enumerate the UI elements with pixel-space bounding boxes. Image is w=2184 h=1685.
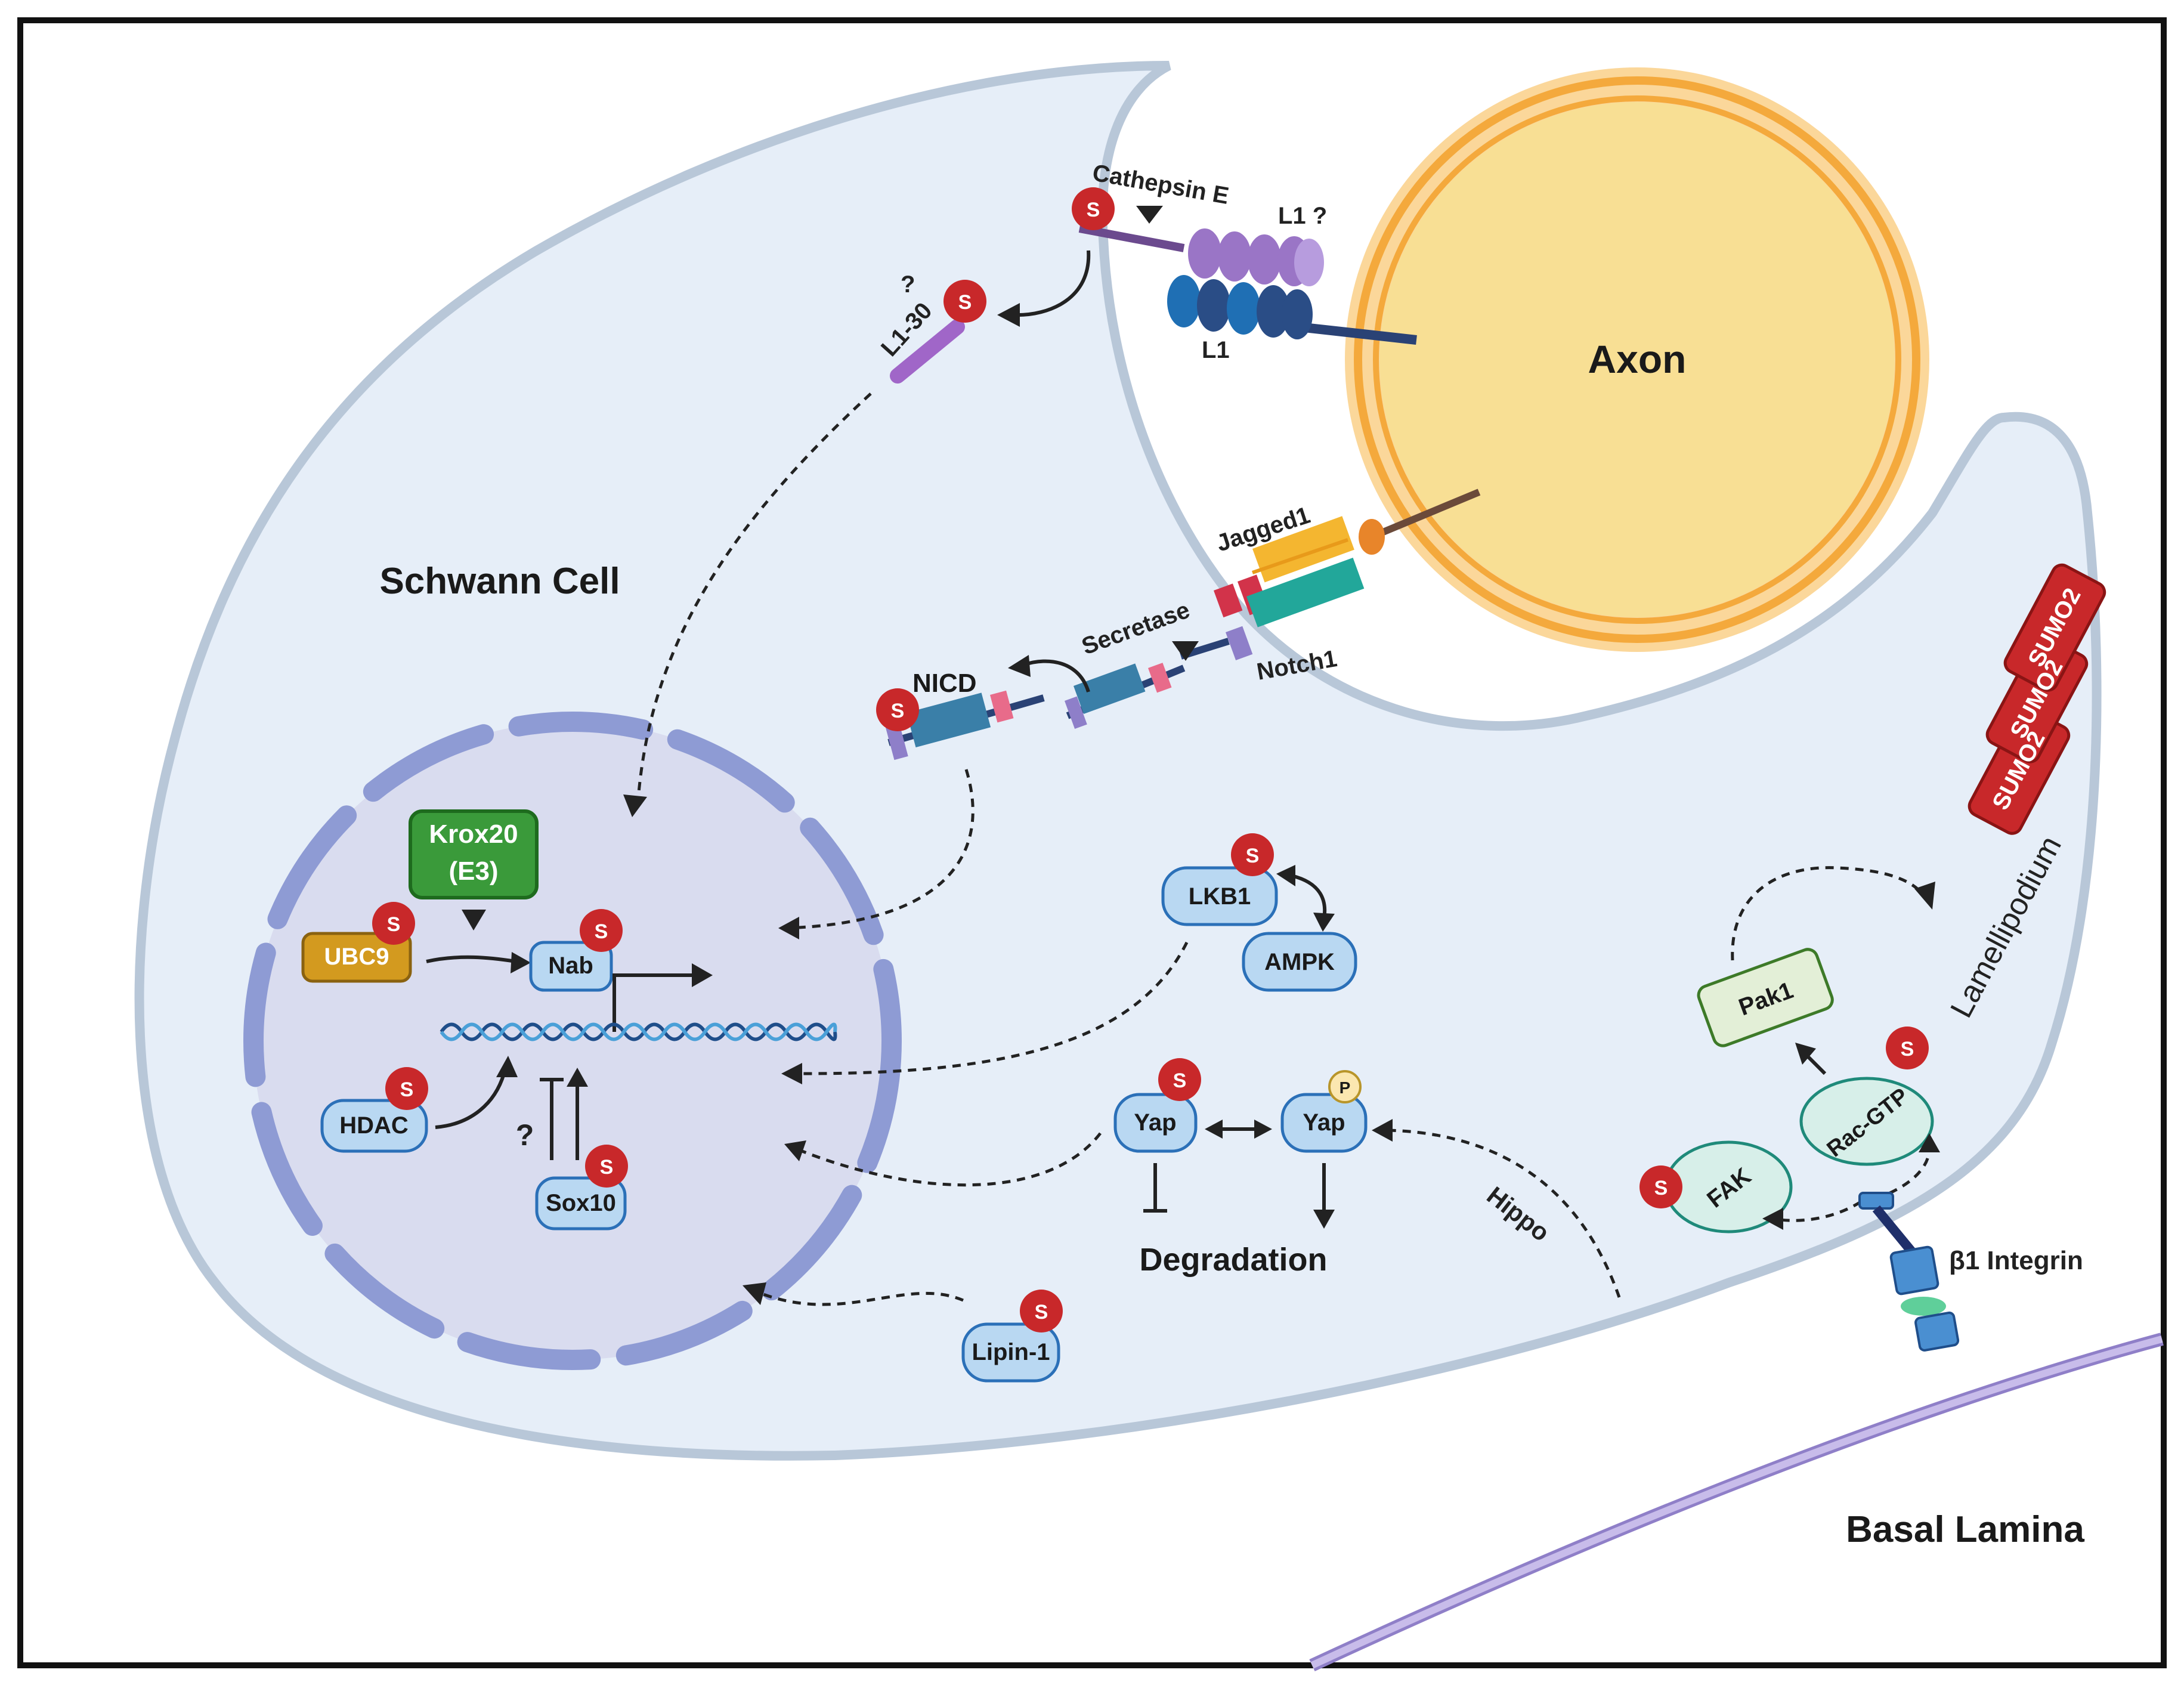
- l1-label: L1: [1202, 337, 1230, 363]
- l1-30-fragment: [890, 319, 965, 384]
- svg-text:S: S: [1087, 199, 1100, 221]
- hdac-sumo-marker: [385, 1067, 428, 1110]
- secretase-arrowhead: [1172, 641, 1199, 661]
- krox20-box: [409, 809, 539, 899]
- nicd-fragment: [886, 690, 1045, 760]
- rac-gtp-box: [1799, 1077, 1934, 1166]
- krox20-arrowhead: [462, 910, 486, 930]
- notch-intracellular-fragment: [1064, 663, 1186, 729]
- cathepsin-arrowhead: [1136, 206, 1163, 224]
- axon: [1345, 67, 1929, 652]
- yap-phospho-label: Yap: [1303, 1109, 1345, 1136]
- lkb1-label: LKB1: [1189, 883, 1251, 910]
- l1-sumo-marker: [1072, 187, 1115, 230]
- l1-30-sumo-marker: [943, 280, 986, 323]
- nicd-release-arrow: [1022, 659, 1090, 692]
- yap-sumo-marker: [1158, 1058, 1201, 1101]
- l1-30-to-nucleus-arrow: [636, 392, 872, 800]
- pak1-to-lamellipodium-arrow: [1731, 866, 1925, 961]
- integrin-to-fak-arrow: [1780, 1200, 1862, 1222]
- rac-to-pak1-arrow: [1805, 1054, 1827, 1075]
- ampk-label: AMPK: [1264, 949, 1335, 975]
- axon-label: Axon: [1588, 337, 1687, 381]
- hdac-box: [320, 1099, 428, 1153]
- lkb1-to-nucleus-arrow: [802, 941, 1189, 1075]
- sox10-box: [535, 1176, 627, 1230]
- schwann-cell-label: Schwann Cell: [379, 561, 620, 602]
- hippo-arrow: [1389, 1129, 1621, 1298]
- ubc9-to-nab-arrow: [426, 955, 516, 963]
- rac-gtp-sumo-marker: [1886, 1027, 1929, 1069]
- svg-text:S: S: [1035, 1301, 1048, 1324]
- svg-text:S: S: [600, 1156, 614, 1179]
- svg-text:S: S: [958, 291, 972, 314]
- sox10-label: Sox10: [546, 1190, 616, 1216]
- nab-label: Nab: [548, 953, 593, 979]
- integrin-to-rac-arrow: [1875, 1148, 1931, 1201]
- transcription-start-arrow: [612, 973, 695, 1032]
- lkb1-ampk-arrow: [1291, 874, 1327, 919]
- sox10-question: ?: [516, 1118, 534, 1152]
- b1-integrin: [1858, 1192, 1960, 1352]
- sumo2-chain: [1968, 563, 2106, 835]
- l1-30-question: ?: [901, 271, 915, 298]
- krox20-label: Krox20: [429, 820, 518, 849]
- l1-cathepsin-complex: [1078, 224, 1417, 345]
- b1-integrin-label: β1 Integrin: [1949, 1246, 2083, 1275]
- ubc9-sumo-marker: [372, 902, 415, 945]
- krox20-e3-label: (E3): [448, 857, 498, 886]
- lipin1-to-nucleus-arrow: [763, 1291, 964, 1306]
- svg-text:S: S: [1654, 1177, 1668, 1199]
- yap-label: Yap: [1134, 1109, 1176, 1136]
- ubc9-label: UBC9: [324, 944, 389, 970]
- degradation-label: Degradation: [1139, 1242, 1327, 1278]
- nab-sumo-marker: [580, 909, 623, 952]
- basal-lamina-label: Basal Lamina: [1846, 1509, 2084, 1550]
- nicd-sumo-marker: [876, 688, 919, 731]
- yap-box: [1113, 1093, 1198, 1153]
- svg-text:S: S: [387, 913, 401, 936]
- jagged-notch-complex: [1180, 489, 1481, 660]
- pak1-box: [1697, 948, 1834, 1047]
- hdac-label: HDAC: [339, 1112, 409, 1139]
- svg-text:S: S: [595, 920, 608, 943]
- ubc9-box: [301, 932, 412, 983]
- yap-phospho-box: [1280, 1093, 1368, 1153]
- fak-sumo-marker: [1639, 1165, 1682, 1208]
- sox10-sumo-marker: [585, 1145, 628, 1188]
- nicd-label: NICD: [912, 669, 977, 698]
- dna-helix: [440, 1022, 837, 1041]
- lkb1-sumo-marker: [1231, 833, 1274, 876]
- nicd-to-nucleus-arrow: [799, 769, 975, 929]
- svg-text:S: S: [891, 700, 905, 722]
- lipin1-label: Lipin-1: [972, 1339, 1050, 1365]
- nab-box: [529, 941, 613, 992]
- lipin1-box: [961, 1322, 1060, 1383]
- lkb1-box: [1161, 866, 1278, 926]
- svg-text:P: P: [1340, 1078, 1351, 1097]
- svg-text:S: S: [400, 1078, 414, 1101]
- hdac-to-dna-arrow: [435, 1073, 506, 1129]
- l1-cleavage-arrow: [1013, 250, 1091, 317]
- svg-text:S: S: [1173, 1069, 1187, 1092]
- lipin1-sumo-marker: [1020, 1290, 1063, 1332]
- svg-text:S: S: [1901, 1038, 1914, 1061]
- svg-text:S: S: [1246, 845, 1260, 867]
- ampk-box: [1242, 932, 1357, 992]
- yap-phospho-marker: [1328, 1070, 1362, 1103]
- l1-question-label: L1 ?: [1278, 203, 1327, 229]
- yap-to-nucleus-arrow: [802, 1132, 1102, 1187]
